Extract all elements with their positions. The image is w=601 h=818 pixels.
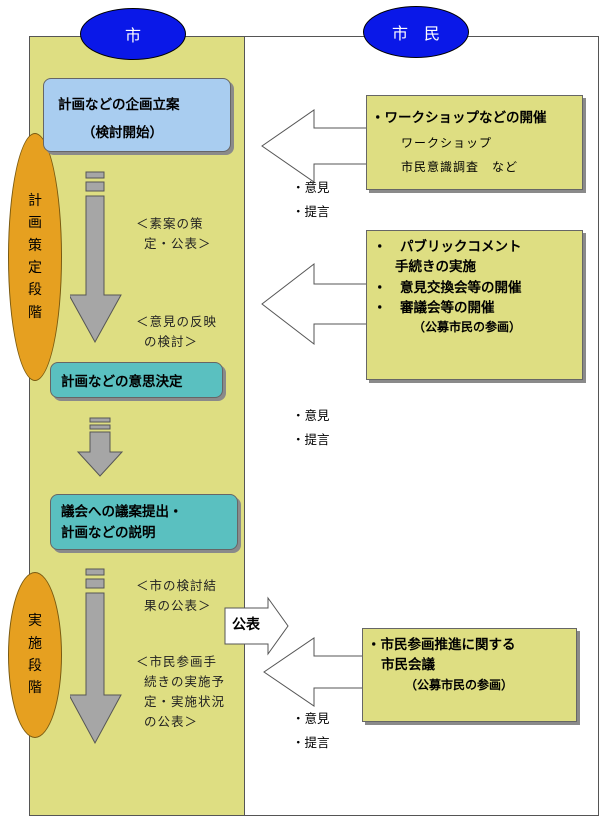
opinion-list: ・意見 ・提言	[292, 404, 330, 452]
phase-planning-char: 策	[28, 237, 42, 254]
phase-implementation-char: 段	[28, 658, 42, 674]
note-result-line2: 果の公表＞	[144, 598, 212, 613]
down-arrow-icon	[70, 171, 122, 344]
phase-implementation: 実 施 段 階	[8, 572, 62, 738]
left-arrow-icon	[261, 109, 371, 183]
note-review: ＜意見の反映 の検討＞	[136, 312, 217, 352]
header-citizen: 市 民	[363, 6, 469, 58]
comment-item3: ・ 審議会等の開催	[373, 299, 495, 316]
opinion-list: ・意見 ・提言	[292, 176, 330, 224]
opinion-item: ・提言	[292, 734, 330, 750]
decision-box: 計画などの意思決定	[50, 362, 223, 398]
decision-box-label: 計画などの意思決定	[61, 374, 183, 390]
note-status-line3: 定・実施状況	[144, 694, 226, 709]
comment-item1b: 手続きの実施	[395, 259, 476, 276]
publish-label: 公表	[232, 617, 260, 633]
note-status-line4: の公表＞	[144, 714, 199, 729]
phase-planning: 計 画 策 定 段 階	[8, 133, 62, 381]
header-citizen-label: 市 民	[391, 24, 440, 43]
phase-implementation-char: 実	[28, 613, 42, 630]
phase-implementation-char: 階	[28, 680, 42, 697]
city-column	[29, 36, 245, 816]
citizen-council-line2: 市民会議	[381, 657, 435, 674]
phase-planning-char: 階	[28, 304, 42, 321]
note-result-line1: ＜市の検討結	[136, 578, 218, 593]
comment-item1a: ・ パブリックコメント	[373, 239, 522, 255]
workshop-box: ・ワークショップなどの開催 ワークショップ 市民意識調査 など	[366, 95, 583, 190]
note-review-line1: ＜意見の反映	[136, 314, 218, 329]
citizen-council-note: （公募市民の参画）	[405, 677, 514, 692]
comment-box: ・ パブリックコメント 手続きの実施 ・ 意見交換会等の開催 ・ 審議会等の開催…	[366, 230, 583, 380]
left-arrow-icon	[261, 262, 371, 346]
phase-planning-char: 定	[28, 260, 42, 276]
note-status-line1: ＜市民参画手	[136, 654, 218, 669]
workshop-sub1: ワークショップ	[401, 136, 493, 150]
council-box-line1: 議会への議案提出・	[61, 504, 183, 520]
comment-note: （公募市民の参画）	[413, 320, 522, 334]
opinion-item: ・提言	[292, 431, 330, 447]
left-arrow-icon	[263, 637, 365, 707]
planning-box: 計画などの企画立案 （検討開始）	[43, 78, 231, 152]
opinion-list: ・意見 ・提言	[292, 707, 330, 755]
down-arrow-icon	[76, 417, 124, 477]
opinion-item: ・提言	[292, 203, 330, 219]
phase-planning-char: 計	[28, 192, 42, 209]
note-draft: ＜素案の策 定・公表＞	[136, 214, 212, 254]
note-status: ＜市民参画手 続きの実施予 定・実施状況 の公表＞	[136, 652, 225, 732]
opinion-item: ・意見	[292, 180, 330, 195]
planning-box-line2: （検討開始）	[82, 125, 163, 141]
workshop-title: ・ワークショップなどの開催	[371, 110, 547, 126]
header-city: 市	[80, 8, 186, 60]
citizen-council-line1: ・市民参画推進に関する	[367, 637, 516, 653]
down-arrow-icon	[70, 568, 122, 745]
citizen-council-box: ・市民参画推進に関する 市民会議 （公募市民の参画）	[362, 628, 577, 722]
header-city-label: 市	[124, 26, 141, 45]
opinion-item: ・意見	[292, 711, 330, 726]
phase-planning-char: 段	[28, 282, 42, 299]
note-status-line2: 続きの実施予	[144, 674, 226, 689]
planning-box-line1: 計画などの企画立案	[58, 97, 180, 113]
council-box: 議会への議案提出・ 計画などの説明	[50, 494, 238, 550]
note-review-line2: の検討＞	[144, 334, 199, 349]
note-draft-line1: ＜素案の策	[136, 216, 204, 231]
workshop-sub2: 市民意識調査 など	[401, 160, 519, 174]
phase-planning-char: 画	[28, 215, 42, 232]
note-draft-line2: 定・公表＞	[144, 236, 212, 251]
opinion-item: ・意見	[292, 408, 330, 423]
comment-item2: ・ 意見交換会等の開催	[373, 279, 522, 296]
council-box-line2: 計画などの説明	[61, 524, 156, 541]
note-result: ＜市の検討結 果の公表＞	[136, 576, 217, 616]
phase-implementation-char: 施	[28, 635, 42, 652]
right-arrow-icon	[224, 596, 289, 656]
